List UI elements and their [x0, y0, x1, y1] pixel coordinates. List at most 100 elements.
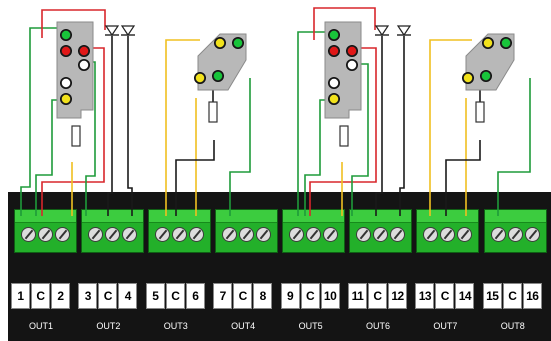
- wire-black: [399, 36, 405, 216]
- green-lamp: [212, 71, 223, 82]
- white-lamp: [61, 78, 72, 89]
- yellow-lamp: [482, 38, 493, 49]
- wire-black: [445, 140, 481, 216]
- screw-icon: [21, 227, 36, 242]
- terminal-block: [148, 209, 211, 253]
- output-label: OUT6: [365, 321, 390, 331]
- resistor: [208, 101, 218, 123]
- screw-icon: [122, 227, 137, 242]
- pin-label: 1: [11, 283, 30, 309]
- screw-icon: [508, 227, 523, 242]
- red-lamp: [61, 46, 72, 57]
- screw-icon: [88, 227, 103, 242]
- pin-label: 12: [388, 283, 407, 309]
- screw-icon: [356, 227, 371, 242]
- green-lamp: [328, 29, 339, 40]
- screw-icon: [423, 227, 438, 242]
- output-label: OUT7: [433, 321, 458, 331]
- yellow-lamp: [61, 94, 72, 105]
- resistor: [475, 101, 485, 123]
- terminal-lip: [417, 210, 478, 223]
- pin-label: C: [31, 283, 50, 309]
- output-label: OUT8: [500, 321, 525, 331]
- wire-yellow: [429, 39, 472, 216]
- signal-head-tall: [324, 21, 362, 119]
- screw-icon: [457, 227, 472, 242]
- white-lamp: [346, 60, 357, 71]
- terminal-block: [215, 209, 278, 253]
- pin-label: 8: [253, 283, 273, 309]
- terminal-block: [416, 209, 479, 253]
- diode: [374, 25, 390, 37]
- output-label: OUT2: [96, 321, 121, 331]
- screw-icon: [289, 227, 304, 242]
- pin-label: 9: [280, 283, 300, 309]
- screw-icon: [323, 227, 338, 242]
- wire-red: [41, 9, 106, 38]
- pin-label: 5: [145, 283, 165, 309]
- screw-icon: [373, 227, 388, 242]
- screw-icon: [55, 227, 70, 242]
- white-lamp: [79, 60, 90, 71]
- pin-label: 13: [415, 283, 435, 309]
- screw-icon: [38, 227, 53, 242]
- green-lamp: [61, 29, 72, 40]
- terminal-block: [349, 209, 412, 253]
- red-lamp: [79, 46, 90, 57]
- white-lamp: [328, 78, 339, 89]
- screw-icon: [105, 227, 120, 242]
- pin-label: 6: [185, 283, 205, 309]
- pin-label: C: [165, 283, 185, 309]
- terminal-block: [14, 209, 77, 253]
- resistor: [339, 125, 349, 147]
- wire-green: [351, 63, 369, 216]
- diode-triangle: [120, 25, 136, 37]
- wire-green: [297, 31, 326, 216]
- pin-label: C: [502, 283, 522, 309]
- diode: [104, 25, 120, 37]
- signal-head-dwarf: [194, 33, 247, 91]
- wires: [20, 7, 531, 216]
- output-label: OUT1: [28, 321, 53, 331]
- yellow-lamp: [214, 38, 225, 49]
- pin-label: C: [233, 283, 253, 309]
- wire-red: [309, 47, 377, 216]
- signal-plate: [197, 33, 247, 91]
- pin-label: 4: [118, 283, 138, 309]
- diode-triangle: [396, 25, 412, 37]
- pin-label: C: [435, 283, 455, 309]
- output-label: OUT5: [298, 321, 323, 331]
- signal-plate: [465, 33, 515, 91]
- diodes: [104, 25, 412, 37]
- pin-label: 7: [213, 283, 233, 309]
- screw-icon: [525, 227, 540, 242]
- screw-icon: [155, 227, 170, 242]
- yellow-lamp: [328, 94, 339, 105]
- screw-icon: [306, 227, 321, 242]
- resistor: [71, 125, 81, 147]
- wire-green: [304, 99, 328, 216]
- terminal-lip: [485, 210, 546, 223]
- pin-label: 11: [348, 283, 367, 309]
- screw-icon: [256, 227, 271, 242]
- wire-black: [127, 36, 133, 216]
- terminal-lip: [82, 210, 143, 223]
- output-label: OUT3: [163, 321, 188, 331]
- screw-icon: [440, 227, 455, 242]
- wire-black: [375, 36, 383, 216]
- green-lamp: [480, 71, 491, 82]
- yellow-lamp: [194, 73, 205, 84]
- pin-label: C: [98, 283, 118, 309]
- green-lamp: [232, 38, 243, 49]
- pin-label: 14: [455, 283, 475, 309]
- terminal-block: [81, 209, 144, 253]
- terminal-block: [484, 209, 547, 253]
- diode-triangle: [104, 25, 120, 37]
- pin-label: C: [300, 283, 320, 309]
- wire-black: [175, 140, 215, 216]
- pin-label: 16: [522, 283, 542, 309]
- green-lamp: [500, 38, 511, 49]
- wire-red: [313, 7, 376, 40]
